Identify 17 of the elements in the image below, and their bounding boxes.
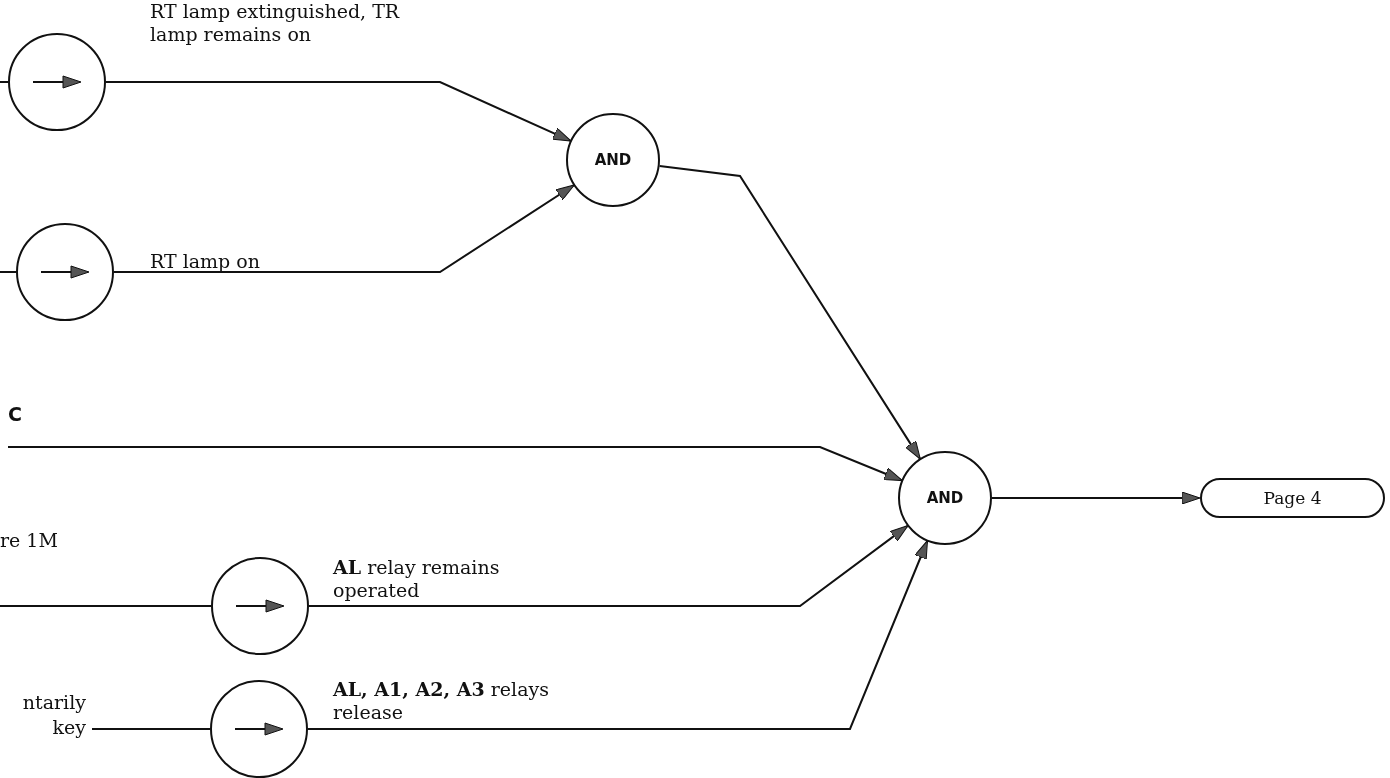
and-gate-circle: AND xyxy=(566,113,660,207)
terminal-pill: Page 4 xyxy=(1200,478,1385,518)
edge-label: RT lamp extinguished, TR lamp remains on xyxy=(150,0,401,46)
connector-arrow xyxy=(7,446,903,482)
edge-label: AL relay remains operated xyxy=(333,556,501,602)
and-gate-circle: AND xyxy=(898,451,992,545)
signal-label: re 1M xyxy=(0,528,59,553)
connector-arrow xyxy=(308,525,909,607)
connector-arrow xyxy=(307,540,929,730)
signal-label: C xyxy=(8,402,22,427)
connector-arrow xyxy=(105,81,572,142)
connector-arrow xyxy=(113,184,575,273)
input-text: ntarily key xyxy=(0,690,86,742)
connector-arrow xyxy=(658,164,921,460)
edge-label: RT lamp on xyxy=(150,250,261,273)
edge-label: AL, A1, A2, A3 relays release xyxy=(333,678,550,724)
connector-arrow xyxy=(991,491,1201,505)
